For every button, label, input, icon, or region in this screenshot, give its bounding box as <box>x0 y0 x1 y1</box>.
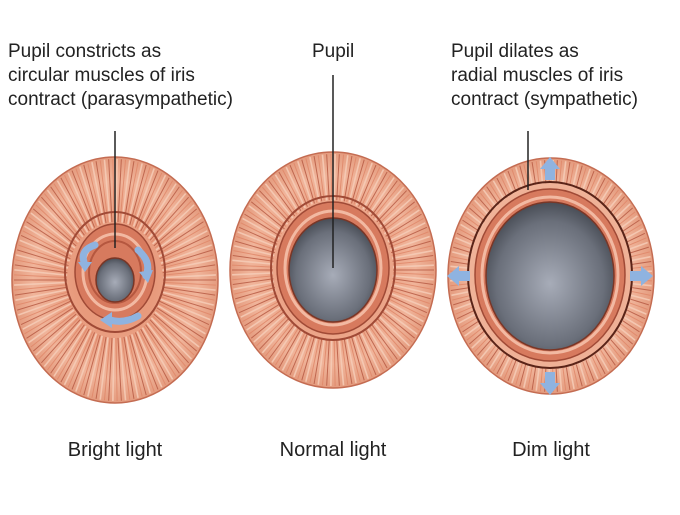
iris-fiber <box>113 338 114 401</box>
label-line: circular muscles of iris <box>8 64 233 88</box>
pupil-dilated <box>486 202 614 350</box>
caption-bright-light: Bright light <box>15 438 215 462</box>
iris-fiber <box>334 154 335 200</box>
iris-fiber <box>331 340 332 386</box>
label-constrict: Pupil constricts as circular muscles of … <box>8 40 233 112</box>
label-pupil: Pupil <box>312 40 354 64</box>
iris-dim-light <box>447 131 654 395</box>
label-line: contract (parasympathetic) <box>8 88 233 112</box>
label-line: Pupil dilates as <box>451 40 638 64</box>
label-line: Pupil constricts as <box>8 40 233 64</box>
iris-bright-light <box>12 131 218 403</box>
label-line: radial muscles of iris <box>451 64 638 88</box>
iris-normal-light <box>230 75 436 388</box>
label-dilate: Pupil dilates as radial muscles of iris … <box>451 40 638 112</box>
label-line: contract (sympathetic) <box>451 88 638 112</box>
pupil-constricted <box>96 258 134 302</box>
caption-dim-light: Dim light <box>451 438 651 462</box>
caption-normal-light: Normal light <box>233 438 433 462</box>
